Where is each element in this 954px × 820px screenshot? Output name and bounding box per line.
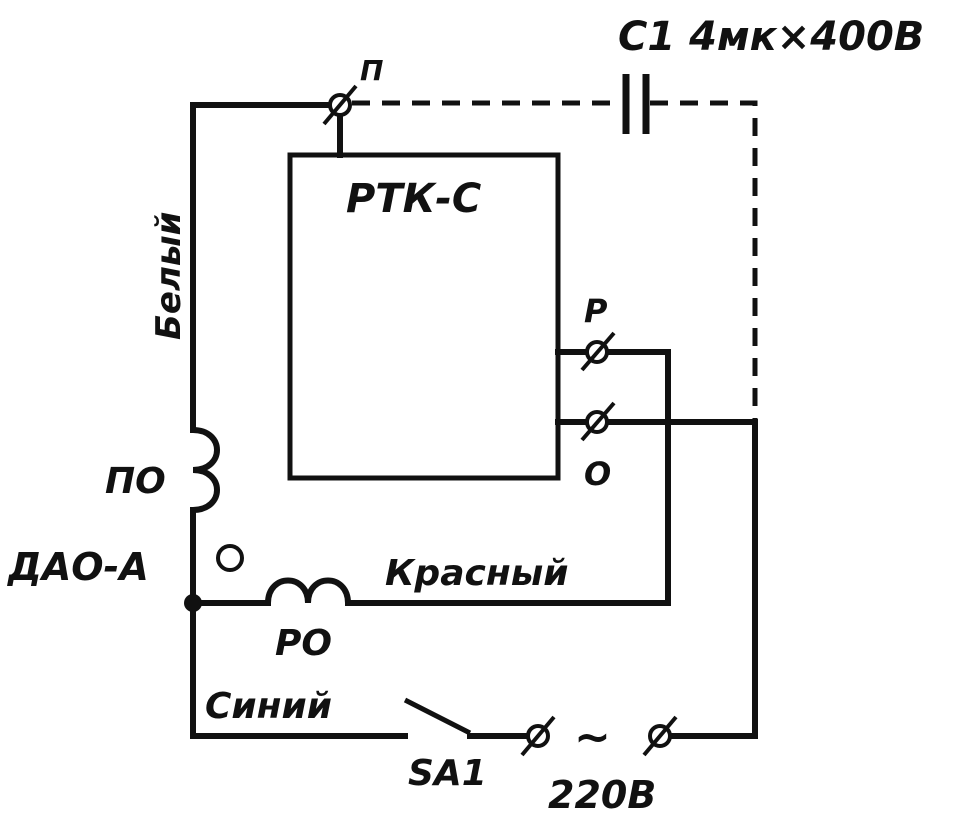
capacitor-lead-right	[650, 100, 758, 420]
supply-terminal-right	[642, 715, 678, 757]
terminal-o-label: О	[584, 455, 611, 493]
wire-blue-label: Синий	[205, 686, 332, 727]
switch-label: SA1	[408, 753, 487, 794]
wire-o-terminal	[555, 419, 758, 739]
wire-red-label: Красный	[385, 553, 568, 594]
run-winding-coil	[264, 577, 352, 607]
terminal-p-label: П	[360, 54, 383, 87]
supply-voltage-label: 220В	[548, 773, 656, 817]
relay-block-label: РТК-С	[346, 176, 481, 222]
start-winding-label: ПО	[105, 461, 166, 502]
terminal-r-label: Р	[584, 292, 608, 330]
run-winding-label: РО	[275, 623, 332, 664]
start-winding-coil	[189, 426, 220, 514]
terminal-p	[322, 84, 358, 126]
wire-white	[190, 102, 343, 433]
motor-marker	[216, 544, 244, 572]
motor-label: ДАО-А	[7, 545, 149, 589]
wire-red	[345, 349, 671, 606]
relay-block	[287, 152, 561, 481]
supply-terminal-left	[520, 715, 556, 757]
capacitor-label: C1 4мк×400В	[618, 14, 924, 60]
wire-white-label: Белый	[149, 212, 189, 340]
terminal-o	[580, 401, 616, 442]
terminal-r	[580, 331, 616, 372]
supply-symbol: ~	[574, 712, 611, 763]
wire-blue	[190, 600, 408, 739]
switch-sa1[interactable]	[403, 697, 472, 736]
